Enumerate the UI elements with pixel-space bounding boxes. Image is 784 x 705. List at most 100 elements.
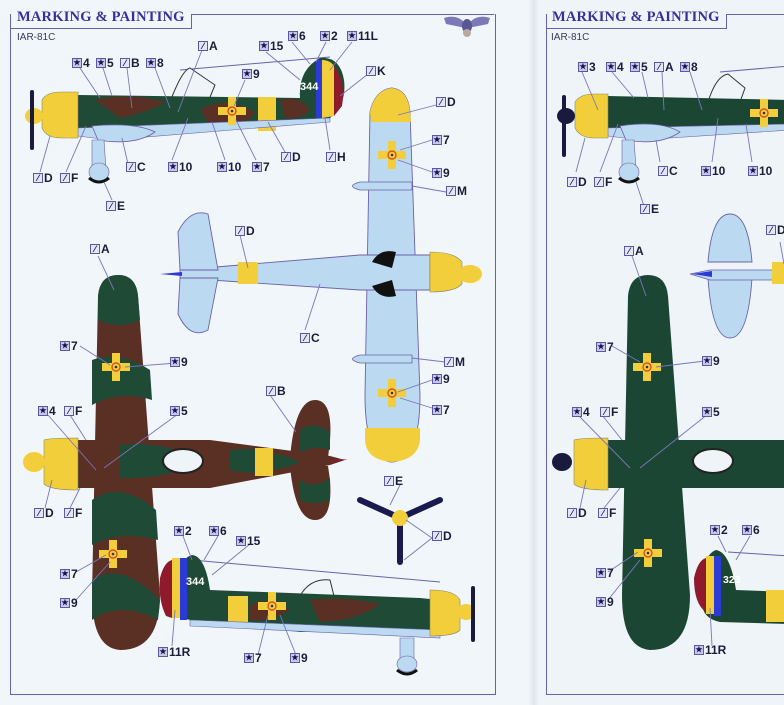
- callout-r-top-5: ★5: [702, 405, 720, 419]
- underside-view: [160, 87, 482, 463]
- decal-icon: ★: [606, 62, 616, 72]
- callout-r-decal-10: ★10: [701, 164, 726, 178]
- callout-underside-9: ★9: [432, 166, 450, 180]
- callout-paint-A: ⁄A: [198, 40, 218, 52]
- paint-brush-icon: ⁄: [624, 246, 634, 256]
- decal-icon: ★: [96, 58, 106, 68]
- leader-lines: [39, 41, 447, 656]
- paint-brush-icon: ⁄: [126, 162, 136, 172]
- callout-decal-9: ★9: [242, 67, 260, 81]
- callout-r-top-4: ★4: [572, 405, 590, 419]
- title-underline-left: [10, 28, 192, 29]
- decal-icon: ★: [217, 162, 227, 172]
- callout-r-top-A: ⁄A: [624, 245, 644, 257]
- decal-icon: ★: [596, 597, 606, 607]
- callout-decal-15: ★15: [259, 39, 284, 53]
- decal-icon: ★: [596, 342, 606, 352]
- decal-icon: ★: [60, 598, 70, 608]
- callout-r-decal-3: ★3: [578, 60, 596, 74]
- callout-underside-9b: ★9: [432, 372, 450, 386]
- sheet-frame-right: [546, 14, 784, 695]
- page-title-right: MARKING & PAINTING: [549, 9, 723, 26]
- decal-icon: ★: [38, 406, 48, 416]
- paint-brush-icon: ⁄: [64, 406, 74, 416]
- decal-icon: ★: [252, 162, 262, 172]
- paint-brush-icon: ⁄: [106, 201, 116, 211]
- decal-icon: ★: [146, 58, 156, 68]
- paint-brush-icon: ⁄: [326, 152, 336, 162]
- paint-brush-icon: ⁄: [594, 177, 604, 187]
- callout-top-7b: ★7: [60, 567, 78, 581]
- decal-icon: ★: [710, 525, 720, 535]
- owl-logo-icon: [444, 16, 490, 37]
- decal-icon: ★: [174, 526, 184, 536]
- callout-decal-8: ★8: [146, 56, 164, 70]
- decal-icon: ★: [347, 31, 357, 41]
- callout-underside-D: ⁄D: [436, 96, 456, 108]
- paint-brush-icon: ⁄: [60, 173, 70, 183]
- top-view-dark-green: [552, 275, 784, 650]
- decal-icon: ★: [259, 41, 269, 51]
- callout-top-F: ⁄F: [64, 405, 82, 417]
- paint-brush-icon: ⁄: [281, 152, 291, 162]
- decal-icon: ★: [432, 374, 442, 384]
- paint-brush-icon: ⁄: [567, 177, 577, 187]
- decal-icon: ★: [72, 58, 82, 68]
- callout-underside-7b: ★7: [432, 403, 450, 417]
- callout-r-top-9b: ★9: [596, 595, 614, 609]
- callout-r-decal-5: ★5: [630, 60, 648, 74]
- side-view-left-profile: 344: [25, 56, 345, 184]
- decal-icon: ★: [170, 357, 180, 367]
- callout-prop-D: ⁄D: [432, 530, 452, 542]
- callout-prop-E: ⁄E: [384, 475, 403, 487]
- callout-r-decal-8: ★8: [680, 60, 698, 74]
- callout-r-decal-4: ★4: [606, 60, 624, 74]
- decal-icon: ★: [680, 62, 690, 72]
- callout-rside-9: ★9: [290, 651, 308, 665]
- paint-brush-icon: ⁄: [432, 531, 442, 541]
- paint-brush-icon: ⁄: [90, 244, 100, 254]
- callout-top-9: ★9: [170, 355, 188, 369]
- paint-brush-icon: ⁄: [384, 476, 394, 486]
- decal-icon: ★: [702, 407, 712, 417]
- decal-icon: ★: [432, 405, 442, 415]
- decal-icon: ★: [572, 407, 582, 417]
- decal-icon: ★: [694, 645, 704, 655]
- callout-rside-11R: ★11R: [158, 645, 191, 659]
- decal-icon: ★: [742, 525, 752, 535]
- decal-icon: ★: [242, 69, 252, 79]
- callout-r-paint-F: ⁄F: [594, 176, 612, 188]
- paint-brush-icon: ⁄: [654, 62, 664, 72]
- callout-top-4: ★4: [38, 404, 56, 418]
- decal-icon: ★: [630, 62, 640, 72]
- decal-icon: ★: [702, 356, 712, 366]
- decal-icon: ★: [596, 568, 606, 578]
- top-view-camouflage: [23, 275, 348, 650]
- paint-brush-icon: ⁄: [600, 407, 610, 417]
- callout-rside-7: ★7: [244, 651, 262, 665]
- callout-paint-E: ⁄E: [106, 200, 125, 212]
- callout-top-B: ⁄B: [266, 385, 286, 397]
- engine-cowling: [41, 91, 79, 139]
- decal-icon: ★: [168, 162, 178, 172]
- callout-r-top-F: ⁄F: [600, 406, 618, 418]
- decal-icon: ★: [209, 526, 219, 536]
- decal-icon: ★: [60, 569, 70, 579]
- decal-icon: ★: [320, 31, 330, 41]
- sheet-frame-left: [10, 14, 496, 695]
- paint-brush-icon: ⁄: [658, 166, 668, 176]
- aircraft-model-label-right: IAR-81C: [551, 32, 590, 43]
- decal-icon: ★: [60, 341, 70, 351]
- callout-decal-5: ★5: [96, 56, 114, 70]
- paint-brush-icon: ⁄: [235, 226, 245, 236]
- callout-top-F2: ⁄F: [64, 507, 82, 519]
- underside-view-partial: [689, 213, 784, 339]
- callout-decal-4: ★4: [72, 56, 90, 70]
- decal-icon: ★: [701, 166, 711, 176]
- callout-paint-K: ⁄K: [366, 65, 386, 77]
- callout-r-top-9: ★9: [702, 354, 720, 368]
- fuselage-code-right: 344: [186, 576, 205, 588]
- callout-rside-6: ★6: [209, 524, 227, 538]
- callout-underside-C: ⁄C: [300, 332, 320, 344]
